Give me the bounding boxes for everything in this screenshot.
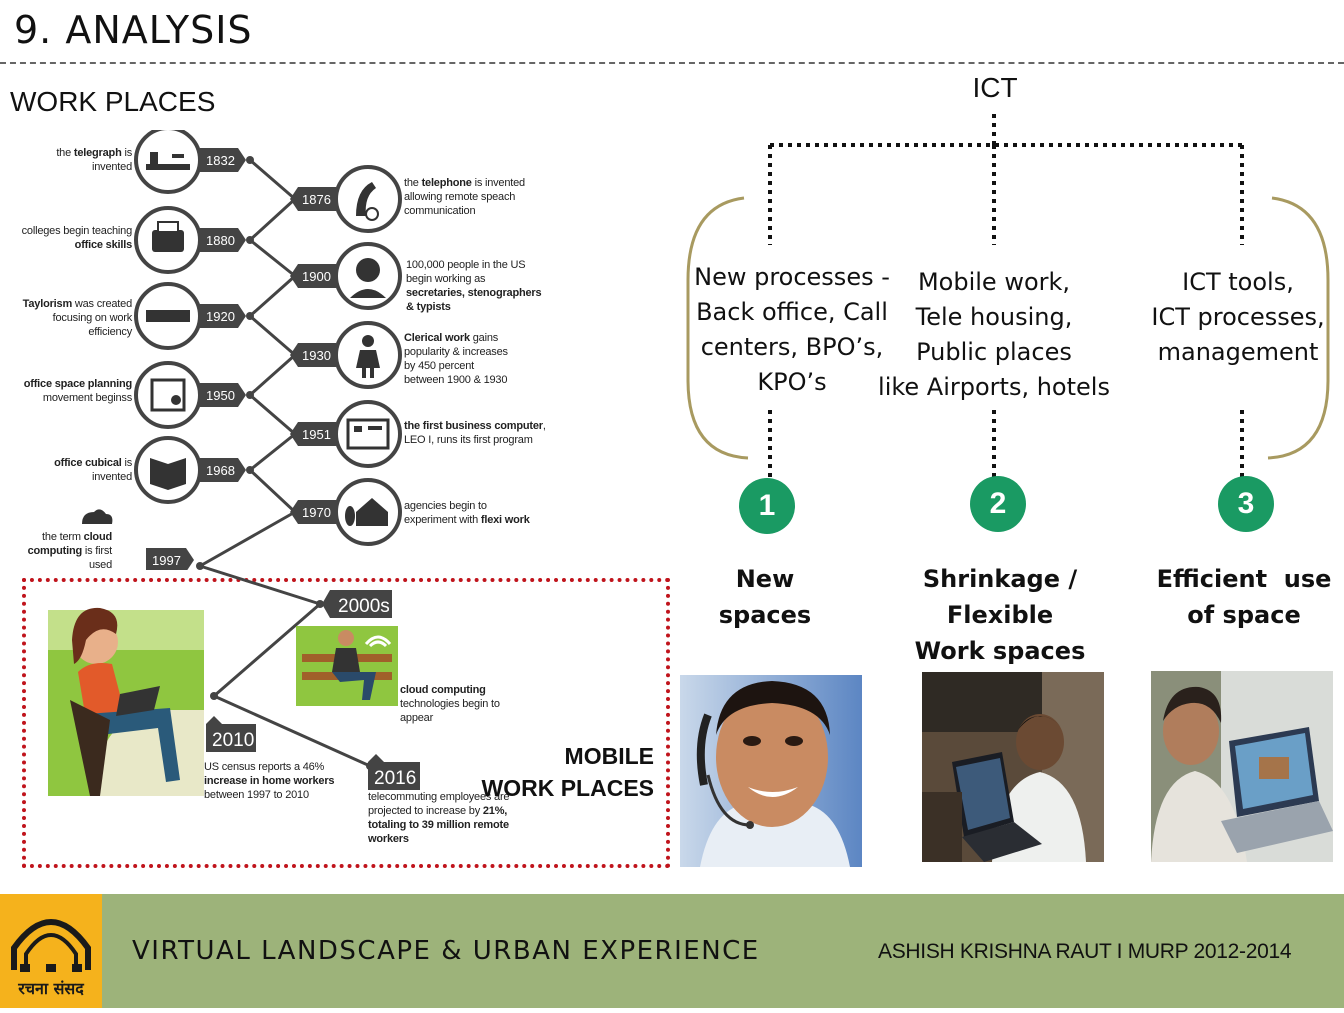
computer-icon	[346, 418, 390, 450]
column-1-line: KPO’s	[757, 368, 827, 396]
floor-plan-icon	[150, 378, 186, 412]
woman-icon	[362, 335, 374, 347]
column-2-text: Mobile work, Tele housing, Public places…	[876, 265, 1112, 405]
number-badge-3: 3	[1218, 476, 1274, 532]
header-divider	[0, 62, 1344, 64]
column-3-label-line: Efficient use	[1156, 565, 1332, 593]
column-2-label-line: Work spaces	[914, 637, 1086, 665]
footer-title: VIRTUAL LANDSCAPE & URBAN EXPERIENCE	[132, 936, 760, 966]
column-2-label: Shrinkage / Flexible Work spaces	[900, 561, 1100, 669]
mobile-workplaces-label: MOBILE WORK PLACES	[450, 740, 655, 804]
ruler-icon	[146, 310, 190, 322]
column-3-text: ICT tools, ICT processes, management	[1140, 265, 1336, 370]
year-tag: 1832	[206, 153, 235, 168]
book-icon	[150, 458, 186, 490]
page-title: 9. ANALYSIS	[14, 8, 253, 52]
column-1-line: centers, BPO’s,	[700, 333, 884, 361]
year-tag: 1997	[152, 553, 181, 568]
recent-timeline-graphic: 2000s 2010 2016	[48, 564, 420, 796]
timeline-event: 100,000 people in the US begin working a…	[406, 259, 542, 313]
column-2-line: Public places	[916, 338, 1072, 366]
laptop-worker-photo	[922, 672, 1104, 862]
year-tag: 1920	[206, 309, 235, 324]
column-3-line: management	[1157, 338, 1319, 366]
house-icon	[356, 498, 388, 526]
column-1-label-line: New	[735, 565, 795, 593]
timeline-graphic: 1832 1880 1920 1950 1968 1876 1900 1930 …	[82, 130, 402, 570]
column-1-text: New processes - Back office, Call center…	[686, 260, 898, 400]
number-badge-1: 1	[739, 478, 795, 534]
call-center-photo	[680, 675, 862, 867]
telephone-icon	[356, 182, 376, 216]
timeline-event: telecommuting employees are projected to…	[368, 791, 510, 845]
column-2-label-line: Flexible	[946, 601, 1054, 629]
footer-bar	[0, 894, 1344, 1008]
year-tag: 1968	[206, 463, 235, 478]
year-tag: 1951	[302, 427, 331, 442]
column-1-line: Back office, Call	[696, 298, 888, 326]
year-tag: 1950	[206, 388, 235, 403]
year-tag: 1970	[302, 505, 331, 520]
timeline-event: office cubical is invented	[54, 457, 132, 483]
diagram-connectors	[686, 114, 1330, 478]
timeline-event: colleges begin teaching office skills	[21, 225, 133, 251]
column-1-line: New processes -	[694, 263, 890, 291]
telegraph-icon	[146, 164, 190, 170]
diagram-root: ICT	[972, 72, 1018, 103]
footer-author: ASHISH KRISHNA RAUT I MURP 2012-2014	[878, 940, 1292, 963]
column-3-line: ICT tools,	[1182, 268, 1294, 296]
logo-emblem: रचना संसद	[11, 919, 91, 998]
cloud-icon	[82, 509, 113, 524]
column-2-line: like Airports, hotels	[878, 373, 1110, 401]
year-tag: 1880	[206, 233, 235, 248]
year-tag: 1900	[302, 269, 331, 284]
year-tag: 2010	[212, 730, 254, 751]
timeline-event: office space planning movement beginss	[23, 378, 132, 404]
timeline-event: US census reports a 46% increase in home…	[204, 761, 335, 801]
typewriter-icon	[152, 230, 184, 252]
logo: रचना संसद	[0, 894, 102, 1008]
timeline-event: Clerical work gains popularity & increas…	[404, 332, 508, 386]
column-1-label: New spaces	[690, 561, 840, 633]
column-2-line: Mobile work,	[917, 268, 1071, 296]
year-tag: 2016	[374, 768, 416, 789]
headset-icon	[356, 258, 380, 282]
column-2-line: Tele housing,	[915, 303, 1073, 331]
column-2-label-line: Shrinkage /	[922, 565, 1078, 593]
section-title: WORK PLACES	[10, 86, 216, 117]
number-badge-2: 2	[970, 476, 1026, 532]
year-tag: 1930	[302, 348, 331, 363]
column-3-label: Efficient use of space	[1150, 561, 1338, 633]
logo-text: रचना संसद	[17, 979, 84, 998]
year-tag: 2000s	[338, 596, 390, 617]
timeline-event: the first business computer, LEO I, runs…	[404, 420, 546, 446]
timeline-event: the term cloud computing is first used	[27, 531, 113, 571]
year-tag: 1876	[302, 192, 331, 207]
timeline-event: Taylorism was created focusing on work e…	[22, 298, 133, 338]
mobile-label-line: MOBILE	[564, 743, 654, 769]
timeline-event: the telegraph is invented	[56, 147, 132, 173]
mobile-label-line: WORK PLACES	[481, 775, 655, 801]
column-3-label-line: of space	[1187, 601, 1301, 629]
timeline-event: agencies begin to experiment with flexi …	[404, 500, 530, 526]
mobile-workplaces-box	[22, 578, 670, 868]
home-office-photo	[1151, 671, 1333, 862]
column-3-line: ICT processes,	[1151, 303, 1325, 331]
timeline-event: the telephone is invented allowing remot…	[404, 177, 525, 217]
column-1-label-line: spaces	[718, 601, 812, 629]
timeline-event: cloud computing technologies begin to ap…	[400, 684, 500, 724]
